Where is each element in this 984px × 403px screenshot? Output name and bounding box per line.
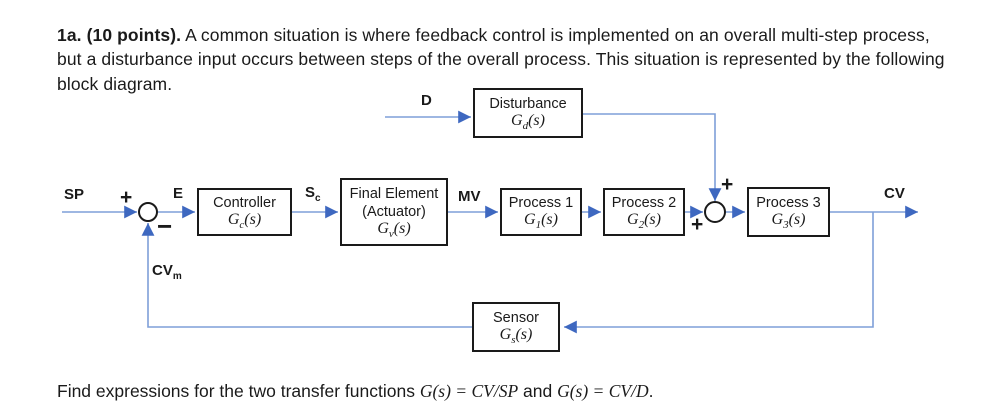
wire-cv-branch-to-sensor xyxy=(564,212,874,334)
sign-minus-sum1: − xyxy=(157,211,173,241)
label-sc: Sc xyxy=(305,184,321,204)
block-disturbance: Disturbance Gd(s) xyxy=(473,88,583,138)
block-process2-title: Process 2 xyxy=(611,195,677,212)
summing-junction-2 xyxy=(704,201,726,223)
label-d: D xyxy=(421,92,432,109)
label-mv: MV xyxy=(458,188,481,205)
block-controller: Controller Gc(s) xyxy=(197,188,292,236)
block-final-element-tf: Gv(s) xyxy=(377,219,411,240)
problem-statement: 1a. (10 points). A common situation is w… xyxy=(57,23,945,97)
label-cvm: CVm xyxy=(152,262,182,282)
block-process3-title: Process 3 xyxy=(756,195,821,212)
label-sp: SP xyxy=(64,186,85,203)
block-process1-tf: G1(s) xyxy=(524,211,558,232)
block-process3-tf: G3(s) xyxy=(771,211,806,232)
label-e: E xyxy=(173,185,184,202)
wire-sensor-to-sum1 xyxy=(141,223,472,328)
question-conjunction: and xyxy=(518,380,558,401)
block-final-element-subtitle: (Actuator) xyxy=(362,203,426,220)
block-process3: Process 3 G3(s) xyxy=(747,187,830,237)
summing-junction-1 xyxy=(138,202,158,222)
sign-plus-sum1: + xyxy=(120,186,133,209)
question-text: Find expressions for the two transfer fu… xyxy=(57,381,957,402)
block-disturbance-tf: Gd(s) xyxy=(511,112,545,133)
block-diagram: Disturbance Gd(s) Controller Gc(s) Final… xyxy=(0,80,984,360)
sign-plus-sum2-bottom: + xyxy=(691,213,704,236)
block-controller-title: Controller xyxy=(213,195,276,212)
block-final-element: Final Element (Actuator) Gv(s) xyxy=(340,178,448,246)
block-sensor-title: Sensor xyxy=(493,310,539,327)
question-prefix: Find expressions for the two transfer fu… xyxy=(57,380,420,401)
question-math-1: G(s) = CV/SP xyxy=(419,380,519,401)
block-sensor-tf: Gs(s) xyxy=(499,326,533,347)
block-process1: Process 1 G1(s) xyxy=(500,188,582,236)
problem-number: 1a. (10 points). xyxy=(57,24,182,45)
block-process2: Process 2 G2(s) xyxy=(603,188,685,236)
question-period: . xyxy=(648,380,654,401)
sign-plus-sum2-top: + xyxy=(721,173,734,196)
wire-disturbance-to-sum2 xyxy=(583,113,722,201)
block-disturbance-title: Disturbance xyxy=(489,96,567,113)
label-cv: CV xyxy=(884,185,905,202)
block-controller-tf: Gc(s) xyxy=(227,211,262,232)
block-final-element-title: Final Element xyxy=(349,186,439,203)
problem-body: A common situation is where feedback con… xyxy=(57,24,945,94)
block-process1-title: Process 1 xyxy=(508,195,574,212)
block-process2-tf: G2(s) xyxy=(627,211,661,232)
question-math-2: G(s) = CV/D xyxy=(557,380,649,401)
block-sensor: Sensor Gs(s) xyxy=(472,302,560,352)
